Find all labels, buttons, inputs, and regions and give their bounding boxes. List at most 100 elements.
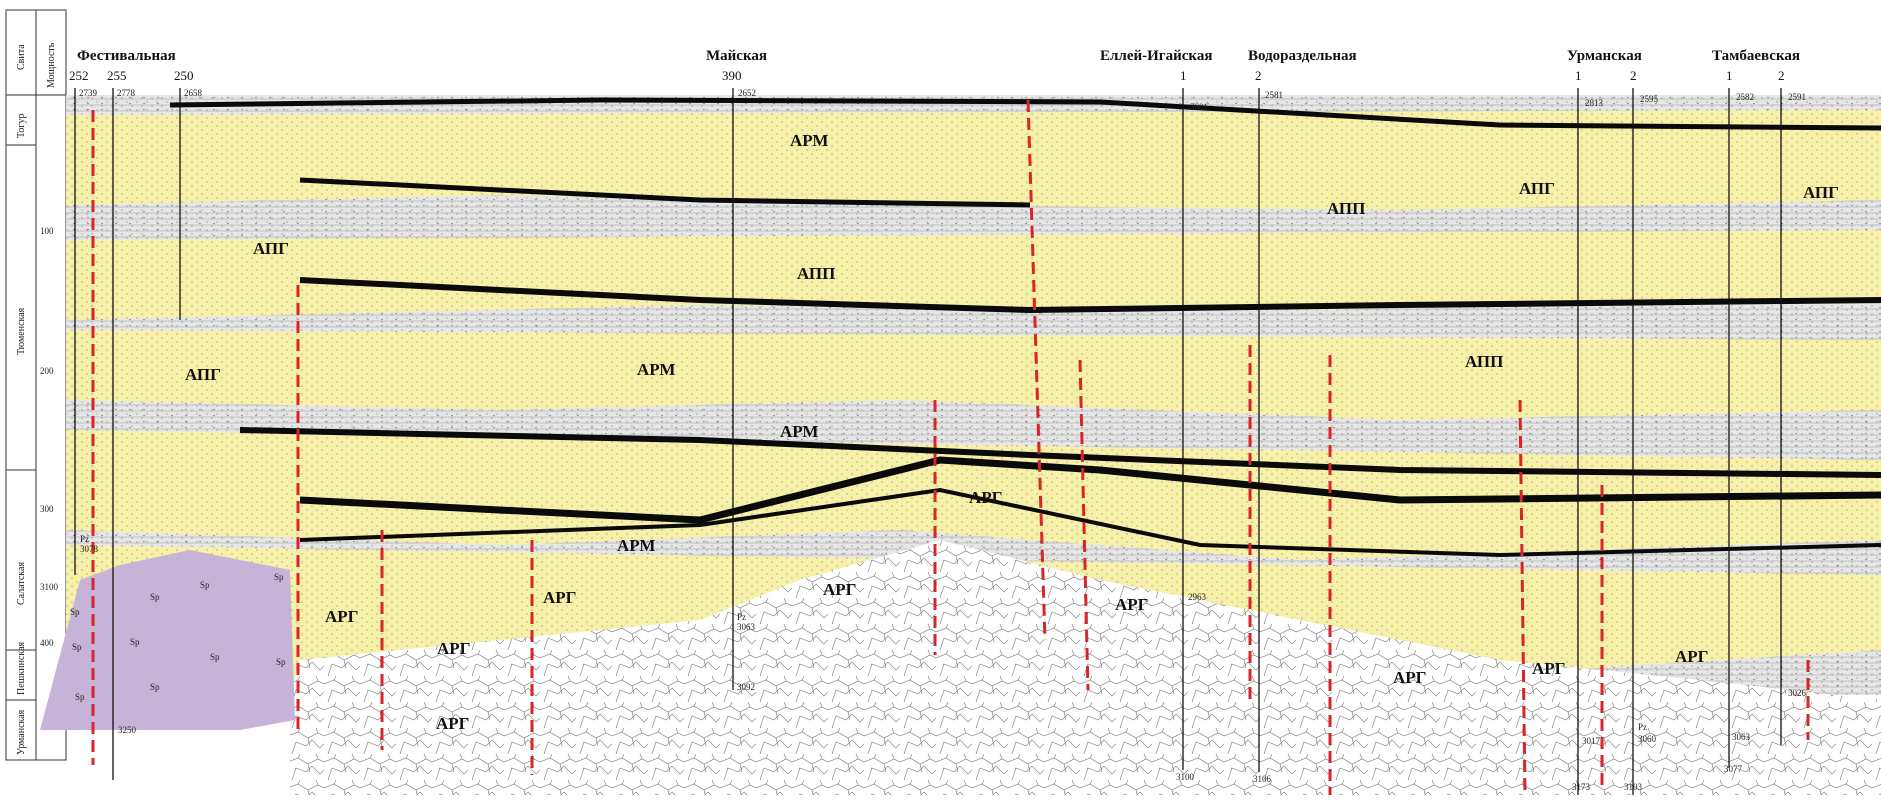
formation-togur: Тогур (16, 114, 27, 138)
facies-label-arg: АРГ (325, 607, 358, 626)
well-top-depth: 2658 (184, 88, 203, 98)
depth-tick: 100 (40, 226, 54, 236)
field-names: Фестивальная Майская Еллей-Игайская Водо… (77, 48, 1800, 64)
facies-label-arm: АРМ (637, 360, 675, 379)
formation-peshkin: Пешкинская (16, 641, 27, 695)
section-body (40, 95, 1881, 796)
well-number: 2 (1778, 68, 1785, 83)
facies-label-arg: АРГ (543, 588, 576, 607)
well-number: 1 (1726, 68, 1733, 83)
well-bottom-depth: 3103 (1624, 782, 1643, 792)
well-bottom-depth: 3092 (737, 682, 755, 692)
well-top-depth: 2778 (117, 88, 136, 98)
well-bottom-depth: 3250 (118, 725, 137, 735)
formation-tyumen: Тюменская (16, 307, 27, 355)
well-bottom-depth: 3100 (1176, 772, 1195, 782)
sp-label: Sp (210, 652, 220, 662)
facies-label-arg: АРГ (1393, 668, 1426, 687)
formation-urman: Урманская (16, 709, 27, 755)
facies-label-arg: АРГ (823, 580, 856, 599)
facies-label-arm: АРМ (617, 536, 655, 555)
depth-marker: 3078 (80, 544, 99, 554)
pz-marker: Pz (1638, 722, 1647, 732)
facies-label-app: АПП (1327, 199, 1365, 218)
sp-label: Sp (150, 592, 160, 602)
facies-label-arm: АРМ (790, 131, 828, 150)
basement-rock (290, 540, 1881, 795)
well-number: 250 (174, 68, 194, 83)
sp-label: Sp (70, 607, 80, 617)
sp-label: Sp (276, 657, 286, 667)
well-bottom-depth: 3100 (40, 582, 59, 592)
facies-label-apg: АПГ (253, 239, 289, 258)
well-top-depth: 2813 (1585, 98, 1604, 108)
facies-label-arg: АРГ (1675, 647, 1708, 666)
field-festivalnaya: Фестивальная (77, 48, 176, 64)
formation-column: Свита Мощность Тогур Тюменская Салатская… (5, 9, 67, 761)
facies-label-apg: АПГ (185, 365, 221, 384)
faults (91, 99, 1810, 796)
depth-marker: 2963 (1188, 592, 1207, 602)
sp-label: Sp (130, 637, 140, 647)
well-labels: 252 2739 3100 255 2778 3250 250 2658 390… (40, 68, 1807, 792)
depth-marker: 3063 (1732, 732, 1751, 742)
well-top-depth: 2591 (1788, 92, 1806, 102)
facies-label-app: АПП (797, 264, 835, 283)
well-bottom-depth: 3026 (1788, 688, 1807, 698)
depth-markers: 3078 3063 2963 3017 3060 3063 Pz Pz Pz (80, 534, 1751, 746)
well-number: 390 (722, 68, 742, 83)
facies-label-arg: АРГ (969, 488, 1002, 507)
well-top-depth: 2581 (1265, 90, 1283, 100)
field-urmanskaya: Урманская (1567, 48, 1642, 64)
formation-salat: Салатская (16, 562, 27, 605)
well-number: 2 (1630, 68, 1637, 83)
depth-tick: 200 (40, 366, 54, 376)
field-tambaevskaya: Тамбаевская (1712, 48, 1800, 64)
depth-tick: 300 (40, 504, 54, 514)
well-number: 252 (69, 68, 89, 83)
facies-label-arg: АРГ (1532, 659, 1565, 678)
well-bottom-depth: 3173 (1572, 782, 1591, 792)
facies-label-apg: АПГ (1803, 183, 1839, 202)
field-vodorazdelnaya: Водораздельная (1248, 48, 1357, 64)
facies-label-arm: АРМ (780, 422, 818, 441)
thickness-label: Мощность (46, 42, 57, 88)
sp-label: Sp (150, 682, 160, 692)
sp-label: Sp (75, 692, 85, 702)
sp-label: Sp (200, 580, 210, 590)
facies-label-arg: АРГ (437, 639, 470, 658)
sp-label: Sp (72, 642, 82, 652)
well-top-depth: 2601 (1190, 102, 1208, 112)
facies-labels: АРМ АРМ АРМ АРМ АПП АПП АПП АПГ АПГ АПГ … (185, 131, 1839, 733)
facies-label-arg: АРГ (436, 714, 469, 733)
well-bottom-depth: 3106 (1253, 774, 1272, 784)
pz-marker: Pz (80, 534, 89, 544)
well-top-depth: 2739 (79, 88, 98, 98)
depth-marker: 3017 (1582, 736, 1601, 746)
well-top-depth: 2595 (1640, 94, 1659, 104)
field-elley-igaiskaya: Еллей-Игайская (1100, 48, 1212, 64)
suite-label: Свита (16, 44, 27, 70)
depth-tick: 400 (40, 638, 54, 648)
well-lines (74, 88, 1782, 795)
well-number: 2 (1255, 68, 1262, 83)
well-number: 1 (1575, 68, 1582, 83)
well-top-depth: 2582 (1736, 92, 1754, 102)
granite-basement (40, 550, 295, 730)
sp-labels: Sp Sp Sp Sp Sp Sp Sp Sp Sp Sp (70, 572, 286, 702)
facies-label-app: АПП (1465, 352, 1503, 371)
depth-marker: 3060 (1638, 734, 1657, 744)
pz-marker: Pz (737, 612, 746, 622)
facies-label-arg: АРГ (1115, 595, 1148, 614)
well-number: 1 (1180, 68, 1187, 83)
well-bottom-depth: 3077 (1724, 764, 1743, 774)
well-number: 255 (107, 68, 127, 83)
field-maiskaya: Майская (706, 48, 767, 64)
sp-label: Sp (274, 572, 284, 582)
depth-marker: 3063 (737, 622, 756, 632)
coal-seams (169, 97, 1881, 558)
well-top-depth: 2652 (738, 88, 756, 98)
facies-label-apg: АПГ (1519, 179, 1555, 198)
